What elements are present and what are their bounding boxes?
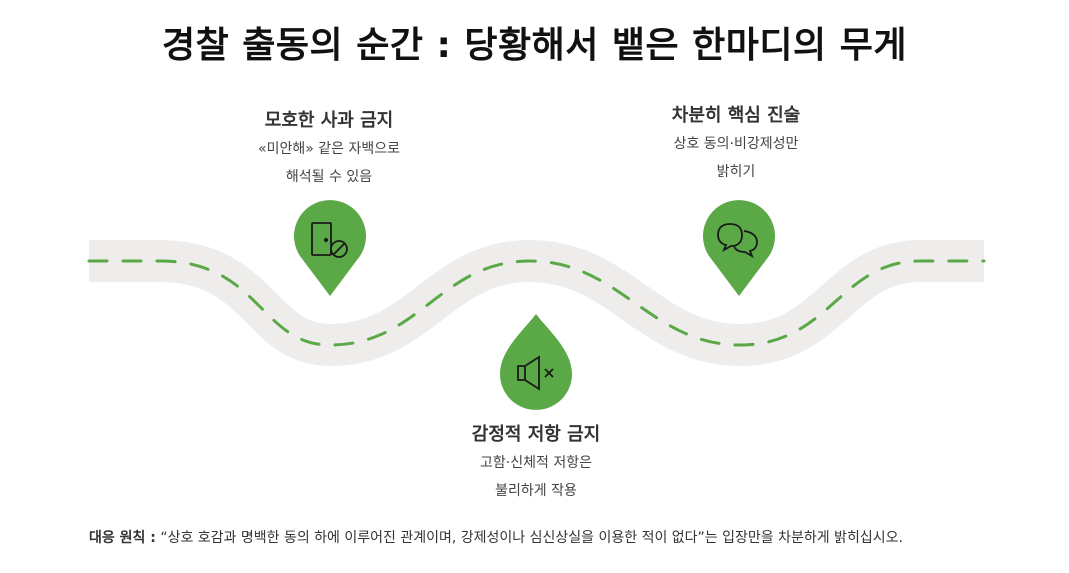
pin-marker-2 bbox=[703, 200, 776, 296]
door-prohibited-icon bbox=[311, 222, 348, 258]
pin-marker-3 bbox=[500, 314, 572, 410]
step-block-calm-statement: 차분히 핵심 진술 상호 동의·비강제성만 밝히기 bbox=[611, 103, 861, 185]
step-desc-line2: 해석될 수 있음 bbox=[285, 169, 373, 185]
step-block-no-resistance: 감정적 저항 금지 고함·신체적 저항은 불리하게 작용 bbox=[406, 422, 666, 504]
step-heading: 감정적 저항 금지 bbox=[471, 424, 601, 445]
footer-text: “상호 호감과 명백한 동의 하에 이루어진 관계이며, 강제성이나 심신상실을… bbox=[155, 530, 903, 546]
pin-marker-1 bbox=[294, 200, 366, 296]
road-center-dashes bbox=[87, 259, 986, 347]
speech-bubbles-icon bbox=[717, 223, 758, 259]
step-desc-line1: 고함·신체적 저항은 bbox=[480, 455, 592, 471]
step-heading: 차분히 핵심 진술 bbox=[671, 105, 801, 126]
step-desc-line2: 불리하게 작용 bbox=[495, 483, 577, 499]
speaker-mute-icon bbox=[517, 355, 554, 391]
step-block-ambiguous-apology: 모호한 사과 금지 «미안해» 같은 자백으로 해석될 수 있음 bbox=[199, 108, 459, 190]
step-desc-line1: «미안해» 같은 자백으로 bbox=[258, 141, 400, 157]
page-title: 경찰 출동의 순간 : 당황해서 뱉은 한마디의 무게 bbox=[162, 25, 907, 66]
response-principle-footer: 대응 원칙 : “상호 호감과 명백한 동의 하에 이루어진 관계이며, 강제성… bbox=[89, 527, 1049, 547]
step-heading: 모호한 사과 금지 bbox=[264, 110, 394, 131]
step-desc-line2: 밝히기 bbox=[716, 164, 756, 180]
footer-label: 대응 원칙 : bbox=[89, 530, 156, 546]
step-desc-line1: 상호 동의·비강제성만 bbox=[673, 136, 799, 152]
